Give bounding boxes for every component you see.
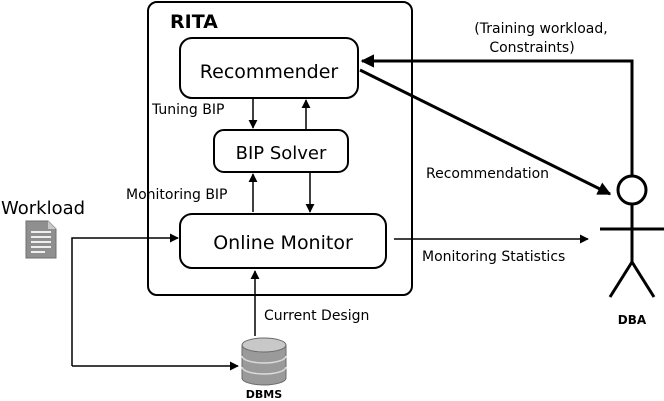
training-label-line2: Constraints) xyxy=(489,40,574,56)
recommendation-arrow xyxy=(359,68,612,196)
training-input-arrow xyxy=(360,54,634,176)
dbms-database-icon xyxy=(241,337,287,386)
bip-solver-box xyxy=(213,129,349,173)
training-label-line1: (Training workload, xyxy=(474,21,607,37)
recommender-box xyxy=(179,37,359,99)
rita-label: RITA xyxy=(170,11,218,33)
recommender-label: Recommender xyxy=(200,61,339,83)
bip-solver-label: BIP Solver xyxy=(236,143,327,164)
workload-label: Workload xyxy=(1,198,85,219)
monitoring-statistics-label: Monitoring Statistics xyxy=(422,249,565,265)
workload-to-monitor-arrow xyxy=(71,233,179,366)
online-monitor-box xyxy=(179,213,387,269)
dbms-label: DBMS xyxy=(246,388,282,401)
monitoring-bip-label: Monitoring BIP xyxy=(126,187,228,203)
dba-label: DBA xyxy=(618,313,647,327)
tuning-bip-label: Tuning BIP xyxy=(151,102,224,118)
workload-document-icon xyxy=(25,220,57,259)
current-design-label: Current Design xyxy=(264,308,369,324)
online-monitor-label: Online Monitor xyxy=(213,232,353,254)
recommendation-label: Recommendation xyxy=(426,166,549,182)
